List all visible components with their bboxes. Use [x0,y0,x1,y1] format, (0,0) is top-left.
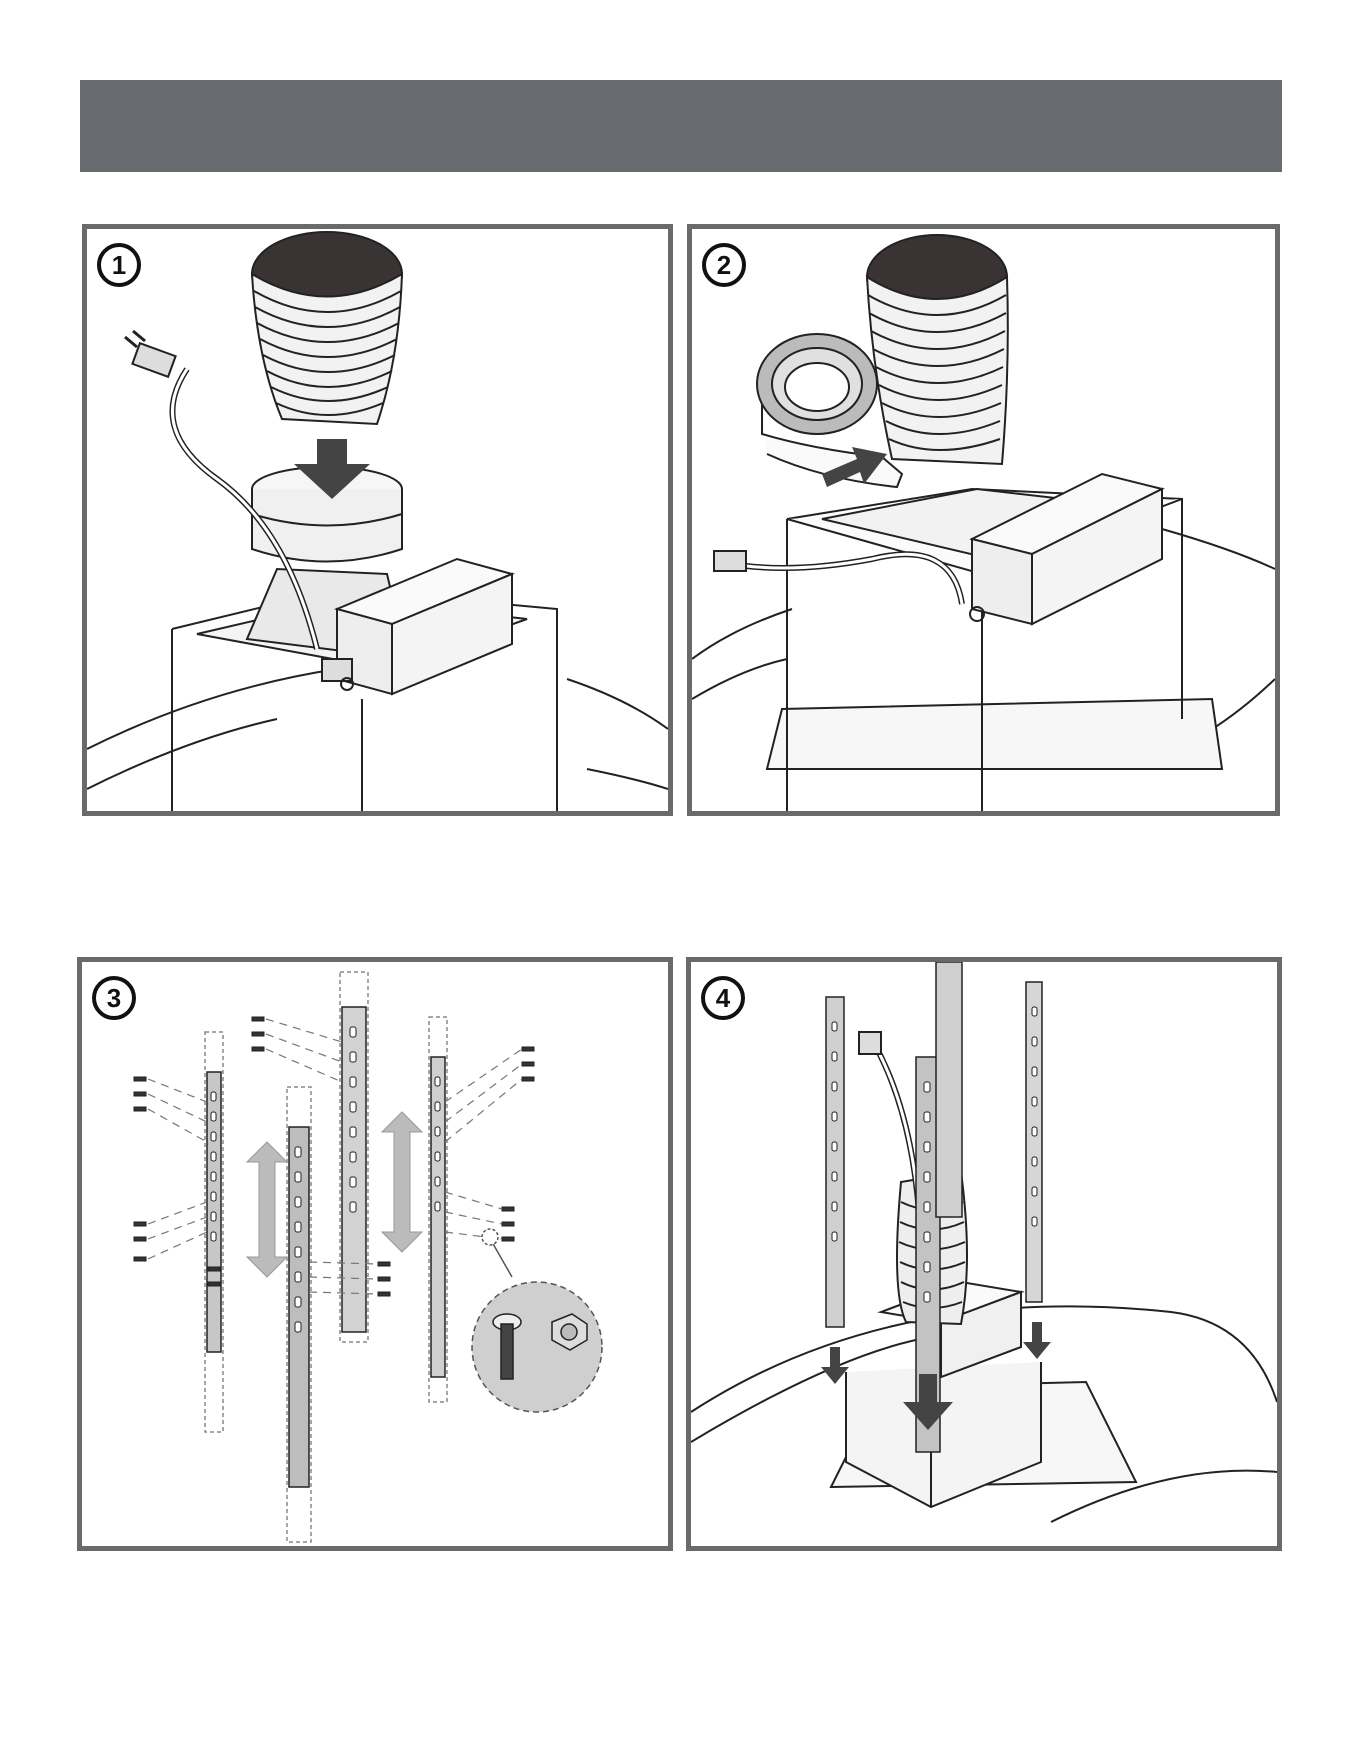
section-header-bar [80,80,1282,172]
step-2-panel: 2 [687,224,1280,816]
step-2-illustration [692,229,1275,811]
step-2-badge: 2 [702,243,746,287]
step-4-illustration [691,962,1277,1546]
step-3-badge: 3 [92,976,136,1020]
step-4-panel: 4 [686,957,1282,1551]
step-3-panel: 3 [77,957,673,1551]
step-1-illustration [87,229,668,811]
step-4-badge: 4 [701,976,745,1020]
step-1-panel: 1 [82,224,673,816]
step-3-illustration [82,962,668,1546]
step-1-badge: 1 [97,243,141,287]
